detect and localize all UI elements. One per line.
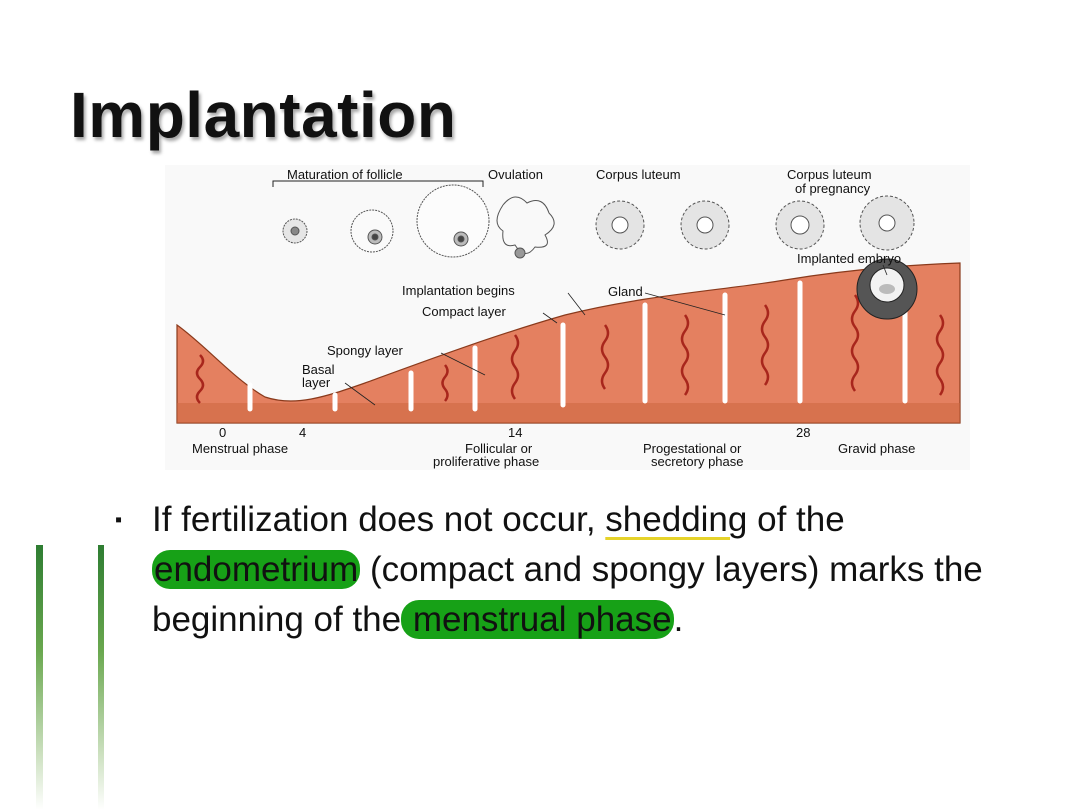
- day-0: 0: [219, 425, 226, 440]
- phase-progestational-2: secretory phase: [651, 454, 744, 469]
- label-implanted-embryo: Implanted embryo: [797, 251, 901, 266]
- label-basal-2: layer: [302, 375, 331, 390]
- gland-lines: [247, 280, 908, 412]
- endometrium-highlight: endometrium: [152, 550, 361, 589]
- phase-follicular-1: Follicular or: [465, 441, 533, 456]
- menstrual-cycle-diagram: Maturation of follicle Ovulation Corpus …: [165, 165, 970, 470]
- label-basal-1: Basal: [302, 362, 335, 377]
- text-part-7: .: [673, 600, 684, 639]
- phase-menstrual: Menstrual phase: [192, 441, 288, 456]
- text-part-5: (compact and spongy layers) marks the be…: [152, 550, 983, 639]
- bullet-marker: ▪: [115, 509, 123, 531]
- text-part-1: If fertilization does not occur,: [152, 500, 606, 539]
- ovulation-icon: [496, 196, 555, 259]
- label-implantation-begins: Implantation begins: [402, 283, 515, 298]
- label-ovulation: Ovulation: [488, 167, 543, 182]
- follicle-icons: [282, 184, 490, 258]
- label-gland: Gland: [608, 284, 643, 299]
- label-compact-layer: Compact layer: [422, 304, 506, 319]
- implanted-embryo-icon: [856, 258, 918, 320]
- phase-progestational-1: Progestational or: [643, 441, 742, 456]
- left-accent-bar: [36, 545, 43, 810]
- corpus-luteum-icons: [595, 195, 915, 251]
- endometrium-shape: [176, 262, 961, 424]
- text-part-3: of the: [747, 500, 845, 539]
- label-corpus-luteum: Corpus luteum: [596, 167, 681, 182]
- label-spongy-layer: Spongy layer: [327, 343, 404, 358]
- shedding-underlined: shedding: [605, 500, 748, 539]
- day-28: 28: [796, 425, 810, 440]
- label-corpus-luteum-preg-1: Corpus luteum: [787, 167, 872, 182]
- maturation-bracket: [272, 180, 484, 187]
- phase-gravid: Gravid phase: [838, 441, 915, 456]
- day-4: 4: [299, 425, 306, 440]
- phase-follicular-2: proliferative phase: [433, 454, 539, 469]
- label-corpus-luteum-preg-2: of pregnancy: [795, 181, 871, 196]
- blood-vessels: [195, 294, 945, 404]
- bullet-text: If fertilization does not occur, sheddin…: [152, 495, 1012, 645]
- slide-title: Implantation: [70, 79, 457, 151]
- pointer-lines: [344, 264, 888, 406]
- day-14: 14: [508, 425, 522, 440]
- label-maturation: Maturation of follicle: [287, 167, 403, 182]
- left-accent-bar-inner: [98, 545, 104, 810]
- menstrual-phase-highlight: menstrual phase: [401, 600, 674, 639]
